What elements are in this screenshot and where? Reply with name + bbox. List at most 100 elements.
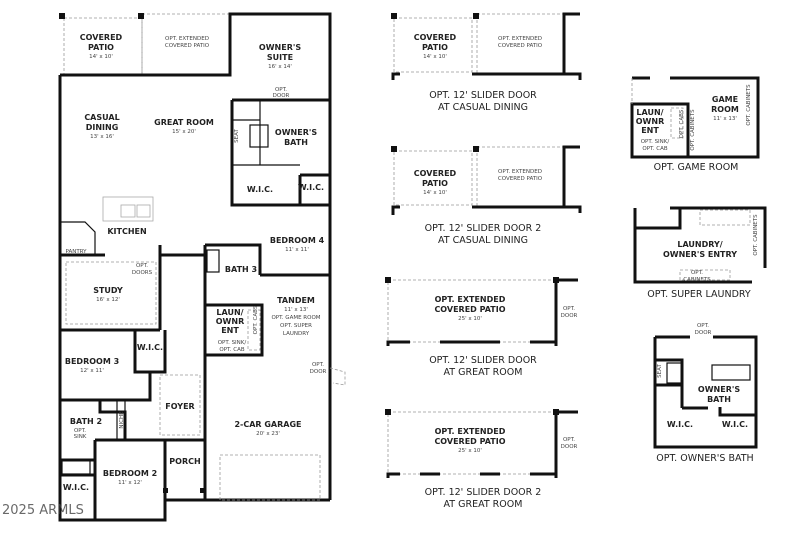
opt-door-label: OPT.: [275, 87, 287, 93]
opt-door-label: OPT.: [697, 323, 709, 329]
opt-door-label-2: DOOR: [561, 444, 578, 450]
seat-label: SEAT: [234, 129, 240, 143]
covered-patio-size: 14' x 10': [423, 54, 447, 60]
extended-patio-label-2: COVERED PATIO: [498, 176, 543, 182]
bath-2-label: BATH 2: [70, 417, 102, 426]
garage-size: 20' x 23': [256, 431, 280, 437]
opt-cabinets-label-3: CABINETS: [683, 277, 711, 283]
tandem-label: TANDEM: [277, 296, 315, 305]
opt-cab-label: OPT. CAB: [642, 146, 667, 152]
tandem-opt-game-room: OPT. GAME ROOM: [271, 315, 320, 321]
covered-patio-label-2: PATIO: [422, 179, 448, 188]
bedroom-3-size: 12' x 11': [80, 368, 104, 374]
option-caption: OPT. 12' SLIDER DOOR: [429, 355, 537, 366]
garage-opt-door-label: OPT.: [312, 362, 324, 368]
opt-door-label: OPT.: [563, 437, 575, 443]
owners-bath-label-2: BATH: [707, 395, 731, 404]
pantry-label: PANTRY: [65, 249, 87, 255]
wic-label: W.I.C.: [667, 420, 693, 429]
opt-cabs-label: OPT. CABS: [253, 305, 259, 334]
option-caption: OPT. 12' SLIDER DOOR: [429, 90, 537, 101]
kitchen-island: [102, 196, 154, 222]
option-caption: OPT. 12' SLIDER DOOR 2: [425, 223, 542, 234]
opt-sink-label: OPT. SINK/: [641, 139, 670, 145]
laundry-label-3: ENT: [641, 126, 659, 135]
opt-sink-label: OPT. SINK/: [218, 340, 247, 346]
niche-label: NICHE: [119, 411, 125, 429]
bath-2-sink: SINK: [74, 434, 87, 440]
wic-label: W.I.C.: [298, 183, 324, 192]
bath-2-opt: OPT.: [74, 428, 86, 434]
kitchen-label: KITCHEN: [107, 227, 146, 236]
owners-suite-label-2: SUITE: [267, 53, 293, 62]
foyer-label: FOYER: [165, 402, 194, 411]
game-room-label: GAME: [712, 95, 738, 104]
covered-patio-size: 14' x 10': [423, 190, 447, 196]
main-plan: COVERED PATIO 14' x 10' OPT. EXTENDED CO…: [58, 12, 346, 522]
option-caption: OPT. SUPER LAUNDRY: [647, 289, 751, 300]
owners-suite-size: 16' x 14': [268, 64, 292, 70]
covered-patio-label: COVERED: [414, 169, 457, 178]
casual-dining-label-2: DINING: [86, 123, 119, 132]
extended-patio-label: OPT. EXTENDED: [435, 295, 506, 304]
option-caption: OPT. OWNER'S BATH: [656, 453, 753, 464]
option-game-room: LAUN/ OWNR ENT OPT. SINK/ OPT. CAB OPT. …: [630, 76, 760, 173]
laundry-label-2: OWNR: [636, 117, 664, 126]
porch-label: PORCH: [169, 457, 200, 466]
extended-patio-label-2: COVERED PATIO: [165, 43, 210, 49]
laundry-label-2: OWNER'S ENTRY: [663, 250, 737, 259]
laundry-label: LAUNDRY/: [677, 240, 722, 249]
opt-cabinets-label-2: OPT.: [691, 270, 703, 276]
covered-patio-label-2: PATIO: [88, 43, 114, 52]
extended-patio-size: 25' x 10': [458, 316, 482, 322]
tandem-size: 11' x 13': [284, 307, 308, 313]
laundry-label-2: OWNR: [216, 317, 244, 326]
covered-patio-label: COVERED: [80, 33, 123, 42]
study-label: STUDY: [93, 286, 123, 295]
option-caption-2: AT GREAT ROOM: [444, 499, 523, 510]
owners-bath-label: OWNER'S: [698, 385, 740, 394]
bedroom-4-label: BEDROOM 4: [270, 236, 325, 245]
watermark: 2025 ARMLS: [2, 503, 84, 518]
casual-dining-label: CASUAL: [84, 113, 119, 122]
tandem-opt-super: OPT. SUPER: [280, 323, 312, 329]
option-slider-door-great-room: OPT. EXTENDED COVERED PATIO 25' x 10' OP…: [385, 277, 578, 378]
extended-patio-label: OPT. EXTENDED: [498, 36, 542, 42]
extended-patio-label-2: COVERED PATIO: [434, 437, 505, 446]
opt-doors-label: OPT.: [136, 263, 148, 269]
laundry-label: LAUN/: [636, 108, 663, 117]
owners-suite-label: OWNER'S: [259, 43, 301, 52]
opt-doors-label-2: DOORS: [132, 270, 153, 276]
great-room-size: 15' x 20': [172, 129, 196, 135]
great-room-label: GREAT ROOM: [154, 118, 214, 127]
extended-patio-label-2: COVERED PATIO: [498, 43, 543, 49]
extended-patio-label: OPT. EXTENDED: [435, 427, 506, 436]
option-super-laundry: LAUNDRY/ OWNER'S ENTRY OPT. CABINETS OPT…: [633, 206, 767, 300]
study-size: 16' x 12': [96, 297, 120, 303]
opt-cabs-label: OPT. CABS: [679, 109, 685, 138]
opt-cabinets-label: OPT. CABINETS: [690, 109, 696, 151]
extended-patio-label: OPT. EXTENDED: [165, 36, 209, 42]
option-slider-door-2-great-room: OPT. EXTENDED COVERED PATIO 25' x 10' OP…: [385, 409, 578, 510]
laundry-label-3: ENT: [221, 326, 239, 335]
option-caption-2: AT CASUAL DINING: [438, 102, 528, 113]
garage-opt-door-label-2: DOOR: [310, 369, 327, 375]
option-caption-2: AT GREAT ROOM: [444, 367, 523, 378]
laundry-label: LAUN/: [216, 308, 243, 317]
extended-patio-size: 25' x 10': [458, 448, 482, 454]
covered-patio-label: COVERED: [414, 33, 457, 42]
wic-label: W.I.C.: [137, 343, 163, 352]
game-room-size: 11' x 13': [713, 116, 737, 122]
option-caption: OPT. 12' SLIDER DOOR 2: [425, 487, 542, 498]
opt-door-label-2: DOOR: [561, 313, 578, 319]
bedroom-2-size: 11' x 12': [118, 480, 142, 486]
option-slider-door-casual-dining: COVERED PATIO 14' x 10' OPT. EXTENDED CO…: [391, 12, 582, 113]
wic-label: W.I.C.: [63, 483, 89, 492]
owners-bath-label: OWNER'S: [275, 128, 317, 137]
extended-patio-label: OPT. EXTENDED: [498, 169, 542, 175]
extended-patio-label-2: COVERED PATIO: [434, 305, 505, 314]
option-slider-door-2-casual-dining: COVERED PATIO 14' x 10' OPT. EXTENDED CO…: [391, 145, 582, 246]
opt-door-label-2: DOOR: [273, 93, 290, 99]
opt-cab-label: OPT. CAB: [219, 347, 244, 353]
